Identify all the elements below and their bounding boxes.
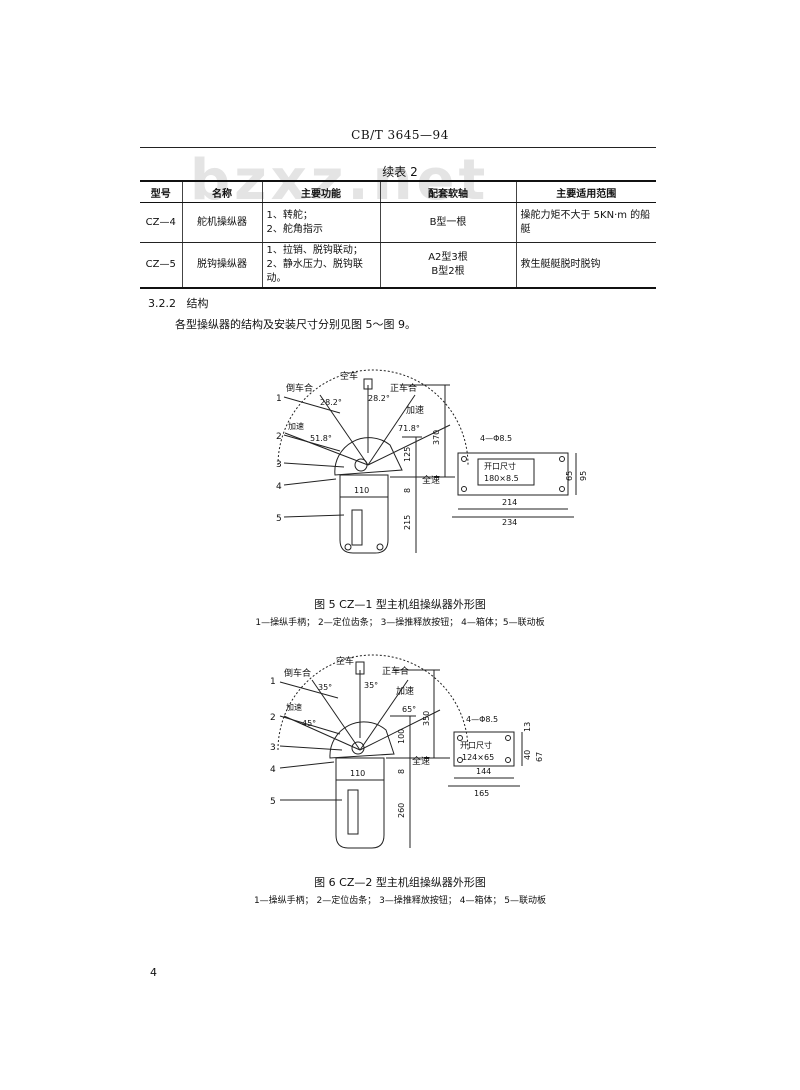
cell-model: CZ—5 <box>140 242 183 289</box>
label-holes: 4—Φ8.5 <box>466 715 498 724</box>
label-angle-d: 71.8° <box>398 424 420 433</box>
section-paragraph: 各型操纵器的结构及安装尺寸分别见图 5～图 9。 <box>175 318 416 331</box>
part-3: 3 <box>276 460 282 470</box>
dim-144: 144 <box>476 767 491 776</box>
part-1: 1 <box>276 394 282 404</box>
dim-215: 215 <box>403 515 412 530</box>
dim-8: 8 <box>397 769 406 774</box>
table-caption: 续表 2 <box>382 165 418 179</box>
cell-functions: 1、拉销、脱钩联动； 2、静水压力、脱钩联动。 <box>261 242 381 289</box>
dim-350: 350 <box>422 711 431 726</box>
cell-scope: 救生艇艇脱时脱钩 <box>515 242 656 289</box>
label-opening-title: 开口尺寸 <box>460 740 492 750</box>
figure6-drawing: 空车 倒车合 正车合 35° 35° 加速 45° 加速 65° 全速 350 … <box>270 654 544 849</box>
col-header-shaft: 配套软轴 <box>379 180 517 203</box>
label-forward: 正车合 <box>390 382 417 394</box>
section-number: 3.2.2 <box>148 297 176 310</box>
part-2: 2 <box>270 713 276 723</box>
part-2: 2 <box>276 432 282 442</box>
standard-code: CB/T 3645—94 <box>351 128 449 142</box>
figure5-legend: 1—操纵手柄； 2—定位齿条； 3—操推释放按钮； 4—箱体；5—联动板 <box>255 618 545 628</box>
dim-67: 67 <box>535 752 544 762</box>
part-5: 5 <box>276 514 282 524</box>
label-forward: 正车合 <box>382 665 409 677</box>
shaft-line: B型2根 <box>431 266 465 277</box>
shaft-line: B型一根 <box>429 216 467 228</box>
cell-scope: 操舵力矩不大于 5KN·m 的船艇 <box>515 202 656 243</box>
dim-40: 40 <box>523 750 532 760</box>
figure6-caption: 图 6 CZ—2 型主机组操纵器外形图 <box>314 876 486 889</box>
label-angle-c: 51.8° <box>310 434 332 443</box>
dim-110: 110 <box>350 769 365 778</box>
label-opening-title: 开口尺寸 <box>484 461 516 471</box>
label-opening-size: 124×65 <box>462 753 494 762</box>
part-1: 1 <box>270 677 276 687</box>
label-holes: 4—Φ8.5 <box>480 434 512 443</box>
page-number: 4 <box>150 966 157 979</box>
dim-370: 370 <box>432 430 441 445</box>
dim-165: 165 <box>474 789 489 798</box>
function-line: 1、拉销、脱钩联动； <box>266 245 363 256</box>
cell-functions: 1、转舵； 2、舵角指示 <box>261 202 381 243</box>
function-line: 2、舵角指示 <box>266 223 323 235</box>
section-heading: 3.2.2 结构 <box>148 295 209 311</box>
table-row: CZ—4 舵机操纵器 1、转舵； 2、舵角指示 B型一根 操舵力矩不大于 5KN… <box>140 202 656 243</box>
label-accel-right: 加速 <box>406 405 424 416</box>
section-title: 结构 <box>186 297 209 310</box>
cell-name: 舵机操纵器 <box>181 202 263 243</box>
function-line: 1、转舵； <box>266 209 313 221</box>
figure6-legend: 1—操纵手柄； 2—定位齿条； 3—操推释放按钮； 4—箱体； 5—联动板 <box>253 896 547 906</box>
col-header-functions: 主要功能 <box>261 180 381 203</box>
dim-100: 100 <box>397 729 406 744</box>
table-header-row: 型号 名称 主要功能 配套软轴 主要适用范围 <box>140 180 656 203</box>
part-4: 4 <box>270 765 276 775</box>
col-header-model: 型号 <box>140 180 183 203</box>
spec-table: 型号 名称 主要功能 配套软轴 主要适用范围 CZ—4 舵机操纵器 1、转舵； … <box>140 180 656 289</box>
label-angle-b: 28.2° <box>368 394 390 403</box>
dim-260: 260 <box>397 803 406 818</box>
col-header-scope: 主要适用范围 <box>515 180 656 203</box>
label-accel-left: 加速 <box>286 702 302 712</box>
table-row: CZ—5 脱钩操纵器 1、拉销、脱钩联动； 2、静水压力、脱钩联动。 A2型3根… <box>140 242 656 289</box>
label-idle: 空车 <box>340 370 358 382</box>
function-line: 2、静水压力、脱钩联动。 <box>266 259 363 284</box>
figure5-caption: 图 5 CZ—1 型主机组操纵器外形图 <box>314 598 486 611</box>
label-angle-a: 28.2° <box>320 398 342 407</box>
label-angle-b: 35° <box>364 681 378 690</box>
label-opening-size: 180×8.5 <box>484 474 519 483</box>
label-reverse: 倒车合 <box>286 382 313 394</box>
shaft-line: A2型3根 <box>428 252 468 263</box>
part-5: 5 <box>270 797 276 807</box>
cell-shaft: B型一根 <box>379 202 517 243</box>
label-angle-a: 35° <box>318 683 332 692</box>
figure5-drawing: 空车 倒车合 正车合 28.2° 28.2° 加速 51.8° 加速 71.8°… <box>276 369 588 554</box>
dim-110: 110 <box>354 486 369 495</box>
label-idle: 空车 <box>336 655 354 667</box>
dim-214: 214 <box>502 498 517 507</box>
label-accel-left: 加速 <box>288 421 304 431</box>
dim-65: 65 <box>565 471 574 481</box>
col-header-name: 名称 <box>181 180 263 203</box>
dim-95: 95 <box>579 471 588 481</box>
part-3: 3 <box>270 743 276 753</box>
part-4: 4 <box>276 482 282 492</box>
dim-8: 8 <box>403 488 412 493</box>
cell-name: 脱钩操纵器 <box>181 242 263 289</box>
label-angle-d: 65° <box>402 705 416 714</box>
label-angle-c: 45° <box>302 719 316 728</box>
label-full-speed: 全速 <box>422 474 440 486</box>
label-accel-right: 加速 <box>396 686 414 697</box>
label-reverse: 倒车合 <box>284 667 311 679</box>
cell-shaft: A2型3根 B型2根 <box>379 242 517 289</box>
header-rule <box>140 147 656 148</box>
label-full-speed: 全速 <box>412 755 430 767</box>
dim-234: 234 <box>502 518 517 527</box>
dim-125: 125 <box>403 447 412 462</box>
cell-model: CZ—4 <box>140 202 183 243</box>
dim-13: 13 <box>523 722 532 732</box>
